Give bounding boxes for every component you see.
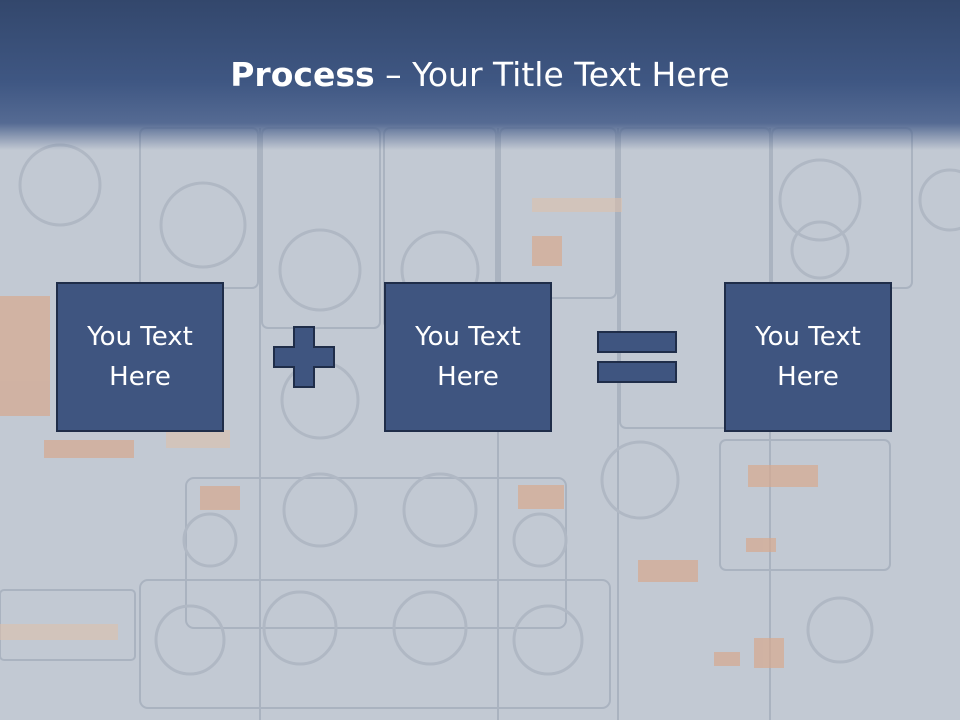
- title-dash: –: [374, 55, 413, 94]
- process-box-1-text: You Text Here: [87, 322, 193, 392]
- process-box-2[interactable]: You Text Here: [384, 282, 552, 432]
- plus-icon: [273, 326, 335, 388]
- process-box-3-text: You Text Here: [755, 322, 861, 392]
- process-box-3[interactable]: You Text Here: [724, 282, 892, 432]
- title-bold-part: Process: [230, 55, 375, 94]
- process-box-1[interactable]: You Text Here: [56, 282, 224, 432]
- equals-icon: [597, 331, 677, 383]
- title-band: [0, 0, 960, 150]
- process-box-2-text: You Text Here: [415, 322, 521, 392]
- title-rest: Your Title Text Here: [412, 55, 730, 94]
- slide-title: Process – Your Title Text Here: [0, 52, 960, 98]
